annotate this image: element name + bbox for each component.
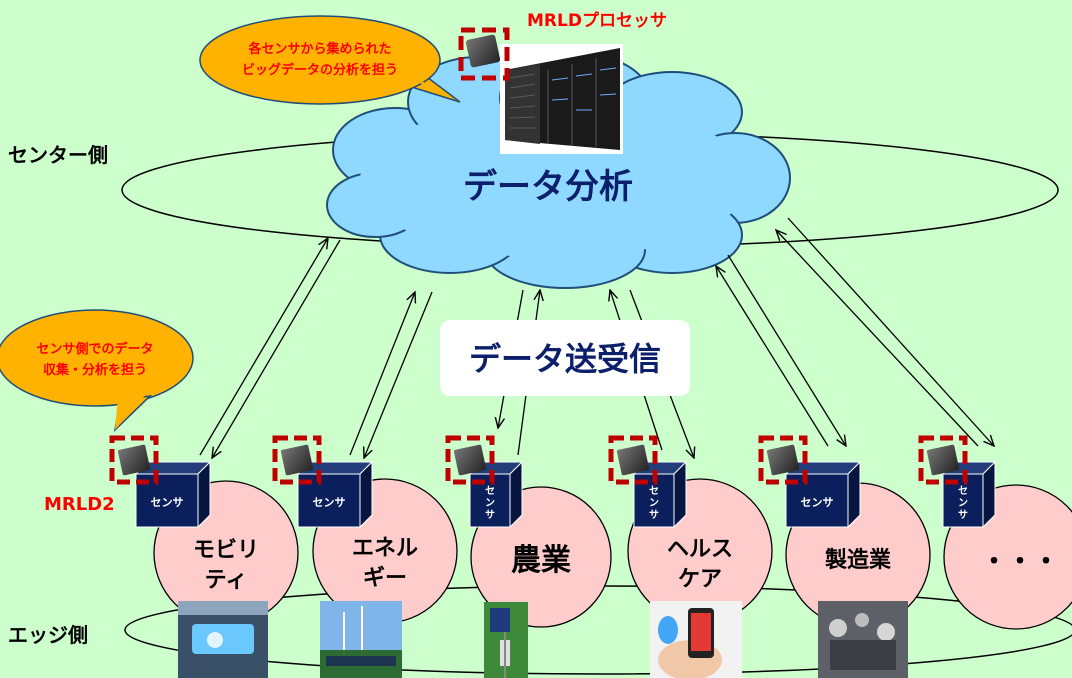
sensor-label: サ: [958, 509, 968, 521]
sensor-node-others: セ ン サ: [918, 435, 997, 529]
arrow-up-others: [776, 230, 979, 447]
mrld2-label: MRLD2: [44, 494, 115, 515]
edge-callout-line-1: センサ側でのデータ: [36, 341, 153, 357]
sensor-node-manufacturing: センサ: [758, 435, 862, 529]
domain-label: 製造業: [824, 547, 892, 573]
arrow-down-manufacturing: [727, 254, 846, 446]
domain-label: 農業: [511, 543, 571, 578]
domain-label: ヘルス: [667, 537, 733, 562]
center-callout: 各センサから集められた ビッグデータの分析を担う: [199, 15, 461, 105]
domain-label: モビリ: [193, 538, 259, 563]
sensor-node-energy: センサ: [272, 435, 374, 529]
sensor-label: センサ: [151, 496, 184, 509]
mrld-processor-chip-icon: [458, 27, 510, 81]
sensor-nodes: センサ センサ セ ン サ セ: [109, 435, 997, 529]
sensor-label: センサ: [313, 496, 346, 509]
arrow-down-others: [787, 217, 994, 446]
domain-label: ・・・: [981, 547, 1059, 577]
domain-label: ティ: [205, 568, 248, 593]
mrld2-chip-icon: [272, 435, 322, 485]
sensor-label: センサ: [801, 496, 834, 509]
domain-label: エネル: [352, 536, 418, 561]
field-sensor-photo: [484, 602, 528, 678]
sensor-label: ン: [649, 498, 659, 509]
domain-label: ケア: [678, 567, 722, 592]
mrld2-chip-icon: [109, 435, 159, 485]
sensor-label: ン: [958, 498, 968, 509]
edge-callout: センサ側でのデータ 収集・分析を担う: [0, 309, 194, 433]
factory-robots-photo: [818, 601, 908, 678]
smartphone-health-photo: [650, 601, 742, 678]
arrow-up-mobility: [199, 238, 328, 456]
arrow-up-manufacturing: [716, 266, 829, 447]
solar-field-photo: [320, 601, 402, 678]
sensor-node-healthcare: セ ン サ: [608, 435, 688, 529]
sensor-node-agriculture: セ ン サ: [445, 435, 524, 529]
center-callout-line-1: 各センサから集められた: [247, 41, 391, 57]
mrld2-chip-icon: [758, 435, 808, 485]
center-callout-line-2: ビッグデータの分析を担う: [242, 62, 398, 78]
mrld2-chip-icon: [445, 435, 495, 485]
sensor-label: セ: [485, 485, 495, 497]
arrow-down-mobility: [212, 239, 341, 458]
domain-photos: [178, 601, 908, 678]
sensor-label: ン: [485, 498, 495, 509]
data-transfer-arrows: [199, 217, 994, 458]
edge-side-label: エッジ側: [8, 623, 88, 647]
data-transfer-label: データ送受信: [469, 340, 661, 378]
sensor-label: サ: [485, 509, 495, 521]
sensor-label: セ: [958, 485, 968, 497]
sensor-label: セ: [649, 485, 659, 497]
mrld2-chip-icon: [608, 435, 658, 485]
mrld2-chip-icon: [918, 435, 968, 485]
center-side-label: センター側: [8, 143, 108, 167]
sensor-node-mobility: センサ: [109, 435, 212, 529]
mrld-processor-label: MRLDプロセッサ: [527, 10, 667, 31]
car-dashboard-photo: [178, 601, 268, 678]
arrow-down-energy: [364, 291, 433, 458]
domain-circles: モビリ ティ エネル ギー 農業 ヘルス ケア 製造業 ・・・: [153, 478, 1072, 630]
server-rack-image: [500, 44, 623, 154]
sensor-label: サ: [649, 509, 659, 521]
arrow-up-energy: [349, 292, 415, 456]
data-transfer-box: データ送受信: [440, 320, 690, 396]
data-analysis-label: データ分析: [463, 167, 633, 207]
domain-label: ギー: [363, 566, 407, 591]
edge-callout-line-2: 収集・分析を担う: [43, 362, 147, 378]
